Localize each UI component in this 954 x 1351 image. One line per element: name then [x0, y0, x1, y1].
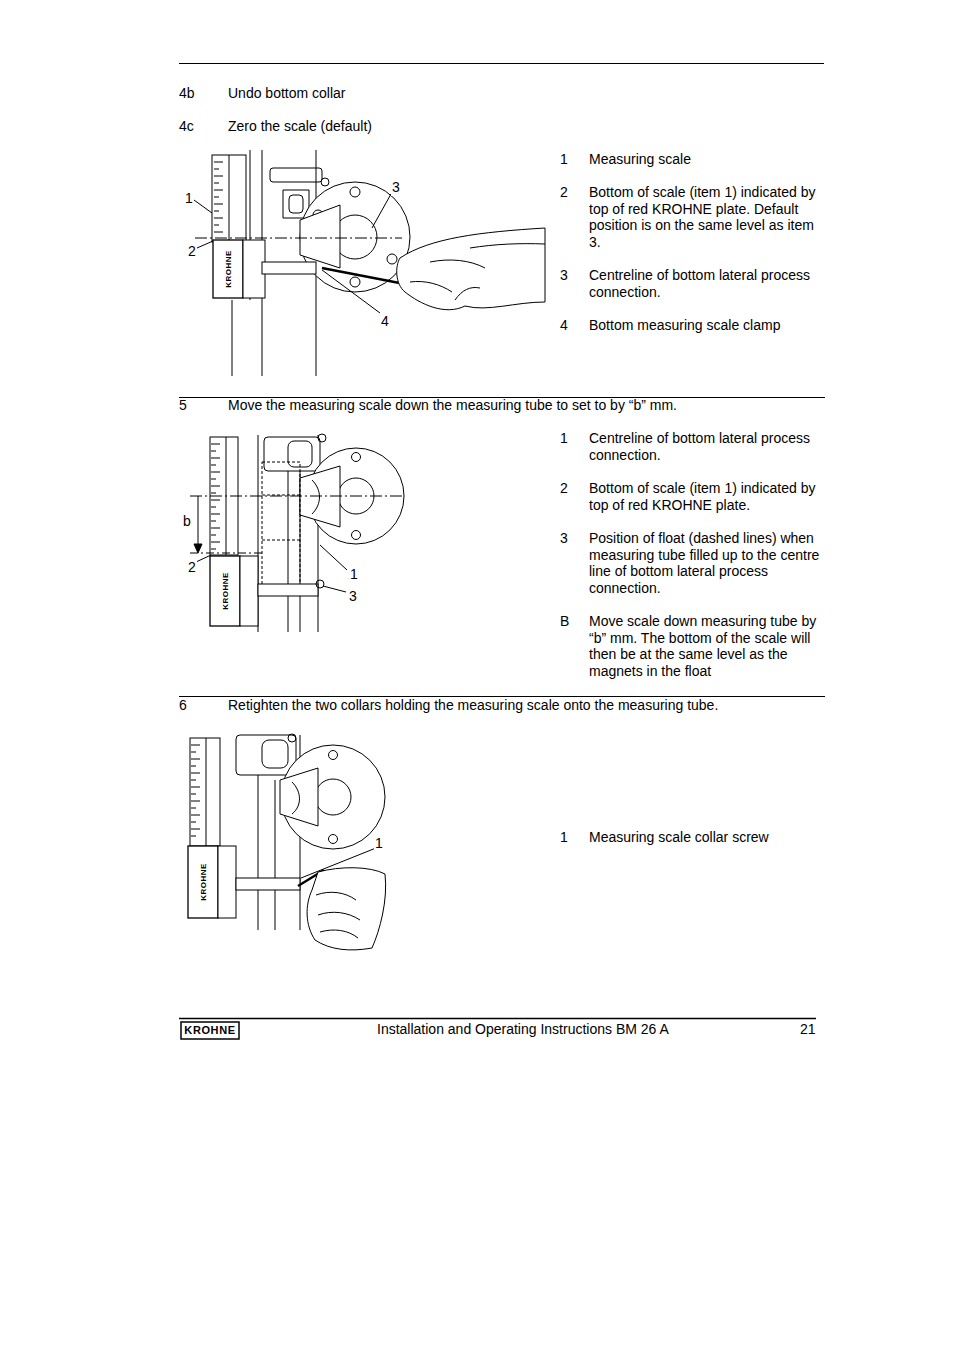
callout-number: 1: [374, 835, 384, 852]
move-scale-figure: [190, 434, 404, 632]
step-number: 4c: [179, 118, 194, 135]
dimension-label: b: [182, 513, 192, 530]
scale-tick: [214, 197, 219, 198]
item-text: Measuring scale collar screw: [589, 829, 829, 846]
scale-tick: [191, 745, 200, 746]
callout-number: 2: [187, 559, 197, 576]
plate-logo: KROHNE: [199, 863, 208, 901]
scale-tick: [214, 183, 219, 184]
scale-tick: [214, 232, 223, 233]
retighten-figure: [188, 734, 386, 950]
item-number: 1: [560, 829, 568, 846]
item-text: Centreline of bottom lateral process con…: [589, 267, 829, 300]
callout-number: 4: [380, 313, 390, 330]
plate-logo: KROHNE: [224, 250, 233, 288]
scale-tick: [211, 500, 220, 501]
scale-tick: [214, 176, 223, 177]
scale-tick: [211, 542, 220, 543]
scale-tick: [211, 493, 216, 494]
zero-scale-figure: [194, 150, 545, 376]
logo-frame: [181, 1022, 239, 1039]
scale-tick: [211, 535, 216, 536]
step-text: Move the measuring scale down the measur…: [228, 397, 677, 414]
logo-text: KROHNE: [181, 1022, 239, 1038]
scale-tick: [191, 829, 200, 830]
item-number: 2: [560, 184, 568, 201]
rule-line: [179, 1018, 816, 1020]
item-number: 3: [560, 530, 568, 547]
scale-tick: [211, 521, 216, 522]
callout-number: 3: [391, 179, 401, 196]
scale-tick: [214, 162, 223, 163]
page-number: 21: [800, 1021, 816, 1038]
scale-tick: [211, 444, 220, 445]
scale-tick: [211, 465, 216, 466]
item-number: 1: [560, 151, 568, 168]
scale-tick: [214, 190, 223, 191]
scale-tick: [191, 815, 200, 816]
scale-tick: [214, 218, 223, 219]
item-text: Position of float (dashed lines) when me…: [589, 530, 829, 596]
item-number: 1: [560, 430, 568, 447]
scale-tick: [191, 794, 196, 795]
item-text: Bottom measuring scale clamp: [589, 317, 829, 334]
plate-logo: KROHNE: [221, 572, 230, 610]
scale-tick: [211, 486, 220, 487]
scale-tick: [214, 169, 219, 170]
rule-line: [179, 63, 824, 64]
item-text: Bottom of scale (item 1) indicated by to…: [589, 184, 829, 250]
item-number: 4: [560, 317, 568, 334]
step-text: Retighten the two collars holding the me…: [228, 697, 718, 714]
step-text: Undo bottom collar: [228, 85, 346, 102]
step-number: 4b: [179, 85, 195, 102]
step-number: 5: [179, 397, 187, 414]
scale-tick: [191, 752, 196, 753]
scale-tick: [191, 787, 200, 788]
scale-tick: [191, 759, 200, 760]
scale-tick: [191, 808, 196, 809]
item-number: B: [560, 613, 569, 630]
scale-tick: [191, 766, 196, 767]
scale-tick: [211, 528, 220, 529]
step-number: 6: [179, 697, 187, 714]
scale-tick: [214, 225, 219, 226]
callout-number: 3: [348, 588, 358, 605]
scale-tick: [191, 780, 196, 781]
footer-text: Installation and Operating Instructions …: [377, 1021, 669, 1038]
scale-tick: [191, 801, 200, 802]
scale-tick: [191, 773, 200, 774]
scale-tick: [214, 211, 219, 212]
item-text: Measuring scale: [589, 151, 829, 168]
scale-tick: [191, 822, 196, 823]
scale-tick: [211, 479, 216, 480]
scale-tick: [211, 458, 220, 459]
callout-number: 1: [349, 566, 359, 583]
scale-tick: [191, 836, 196, 837]
scale-tick: [211, 507, 216, 508]
scale-tick: [211, 514, 220, 515]
scale-tick: [211, 472, 220, 473]
item-text: Bottom of scale (item 1) indicated by to…: [589, 480, 829, 513]
rule-line: [179, 696, 825, 697]
scale-tick: [214, 204, 223, 205]
step-text: Zero the scale (default): [228, 118, 372, 135]
callout-number: 1: [184, 190, 194, 207]
scale-tick: [211, 549, 216, 550]
scale-tick: [211, 451, 216, 452]
callout-number: 2: [187, 243, 197, 260]
item-text: Move scale down measuring tube by “b” mm…: [589, 613, 829, 679]
item-text: Centreline of bottom lateral process con…: [589, 430, 829, 463]
item-number: 3: [560, 267, 568, 284]
item-number: 2: [560, 480, 568, 497]
